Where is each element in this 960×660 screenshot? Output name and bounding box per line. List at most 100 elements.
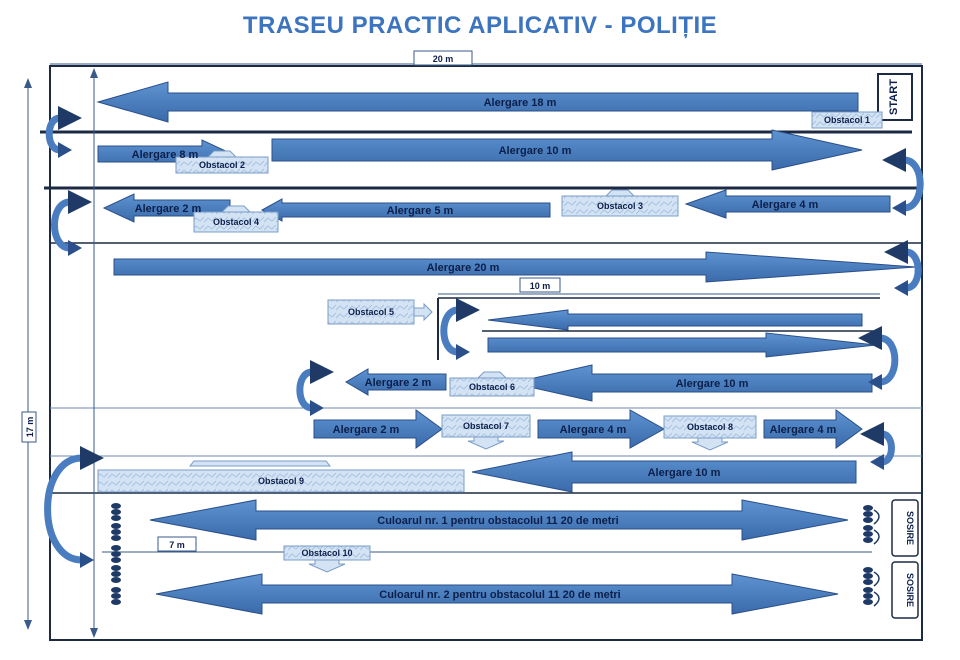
cone xyxy=(863,531,873,537)
course-border xyxy=(49,65,923,641)
obstacle-marker xyxy=(691,437,729,451)
cone xyxy=(111,577,121,583)
cone xyxy=(111,509,121,515)
run-arrow-20m xyxy=(113,251,917,283)
obstacle-marker xyxy=(206,150,238,158)
run-arrow-10m xyxy=(471,451,857,493)
dimension-7m-label: 7 m xyxy=(169,540,185,550)
obstacle-label: Obstacol 10 xyxy=(301,548,352,558)
lane-2-arrow xyxy=(155,573,839,615)
obstacle-label: Obstacol 8 xyxy=(687,422,733,432)
turn-arrow-head xyxy=(68,240,82,256)
cone xyxy=(111,557,121,563)
obstacle-label: Obstacol 7 xyxy=(463,421,509,431)
obstacle-block xyxy=(97,469,465,493)
cone xyxy=(863,599,873,605)
cone xyxy=(111,599,121,605)
obstacle-block xyxy=(811,111,883,129)
lane-label: Culoarul nr. 2 pentru obstacolul 11 20 d… xyxy=(379,589,620,601)
run-label: Alergare 8 m xyxy=(132,149,199,161)
dimension-17m-label: 17 m xyxy=(25,417,35,438)
obstacle-block xyxy=(327,299,415,325)
turn-marker xyxy=(860,422,884,446)
run-arrow-4m xyxy=(537,409,666,449)
run-label: Alergare 2 m xyxy=(365,377,432,389)
cone xyxy=(111,535,121,541)
finish-label: SOSIRE xyxy=(905,573,915,607)
cone xyxy=(111,515,121,521)
cone xyxy=(863,579,873,585)
obstacle-marker xyxy=(308,559,346,573)
obstacle-marker xyxy=(188,460,332,467)
turn-arrow-head xyxy=(892,200,906,216)
cone xyxy=(111,587,121,593)
obstacle-marker xyxy=(413,302,433,322)
run-arrow-4m xyxy=(763,409,863,449)
cone xyxy=(863,537,873,543)
lane-1-arrow xyxy=(149,499,849,541)
turn-marker xyxy=(882,148,906,172)
cone xyxy=(863,587,873,593)
cone xyxy=(863,511,873,517)
turn-arrow-head xyxy=(456,344,470,360)
dimension-10m-label: 10 m xyxy=(530,281,551,291)
turn-marker xyxy=(858,326,882,350)
cone xyxy=(111,529,121,535)
run-arrow-4m xyxy=(684,189,891,219)
cone xyxy=(863,505,873,511)
run-label: Alergare 10 m xyxy=(648,467,721,479)
cone xyxy=(863,567,873,573)
turn-marker xyxy=(884,240,908,264)
run-arrow-inner-right xyxy=(487,332,877,358)
obstacle-label: Obstacol 4 xyxy=(213,217,259,227)
cone xyxy=(111,523,121,529)
turn-marker xyxy=(68,190,92,214)
turn-arrow xyxy=(296,368,316,412)
turn-marker xyxy=(456,298,480,322)
run-label: Alergare 5 m xyxy=(387,205,454,217)
run-label: Alergare 18 m xyxy=(484,97,557,109)
obstacle-marker xyxy=(467,436,505,450)
turn-arrow xyxy=(45,114,64,154)
obstacle-label: Obstacol 3 xyxy=(597,201,643,211)
cone xyxy=(863,593,873,599)
run-arrow-10m xyxy=(271,129,863,171)
obstacle-label: Obstacol 9 xyxy=(258,476,304,486)
obstacle-label: Obstacol 2 xyxy=(199,160,245,170)
turn-arrow-head xyxy=(870,454,884,470)
cone xyxy=(111,571,121,577)
obstacle-label: Obstacol 6 xyxy=(469,382,515,392)
cone xyxy=(111,593,121,599)
turn-arrow xyxy=(900,156,924,212)
run-label: Alergare 2 m xyxy=(135,203,202,215)
cone xyxy=(863,517,873,523)
cone xyxy=(111,551,121,557)
finish-box xyxy=(891,499,919,557)
turn-arrow xyxy=(878,430,895,466)
finish-label: SOSIRE xyxy=(905,511,915,545)
slalom-path xyxy=(873,591,880,607)
obstacle-marker xyxy=(604,189,636,197)
turn-arrow xyxy=(44,454,86,564)
turn-arrow-head xyxy=(868,374,882,390)
obstacle-marker xyxy=(476,371,508,379)
slalom-path xyxy=(873,509,880,525)
run-label: Alergare 10 m xyxy=(676,378,749,390)
turn-arrow-head xyxy=(894,280,908,296)
turn-arrow-head xyxy=(80,552,94,568)
cone xyxy=(111,545,121,551)
obstacle-marker xyxy=(220,205,252,213)
run-label: Alergare 4 m xyxy=(560,424,627,436)
slalom-path xyxy=(873,571,880,587)
cone xyxy=(863,573,873,579)
cone xyxy=(863,525,873,531)
slalom-path xyxy=(873,529,880,545)
cone xyxy=(111,565,121,571)
run-label: Alergare 2 m xyxy=(333,424,400,436)
run-arrow-2m xyxy=(313,409,443,449)
run-label: Alergare 4 m xyxy=(752,199,819,211)
turn-arrow xyxy=(50,198,74,252)
turn-arrow-head xyxy=(58,142,72,158)
start-box xyxy=(877,73,913,121)
